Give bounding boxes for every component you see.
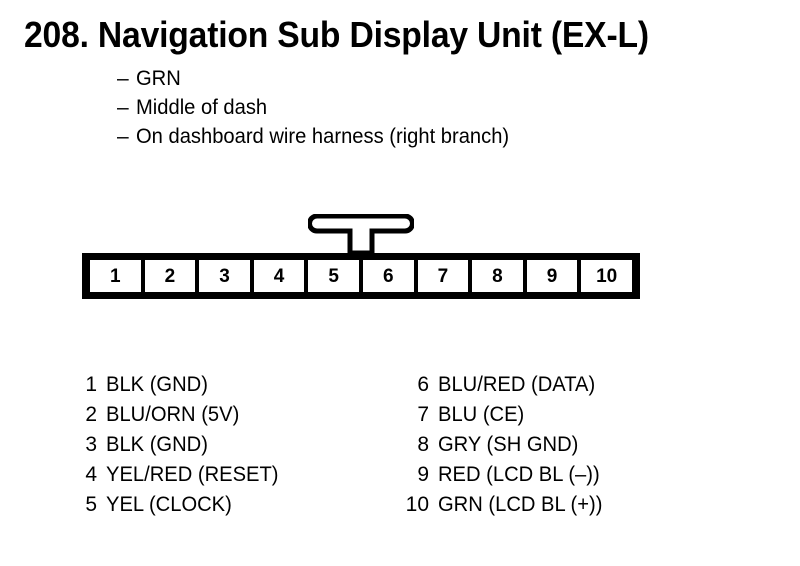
notes-list: – GRN – Middle of dash – On dashboard wi… (117, 64, 757, 151)
pin-number: 2 (85, 403, 97, 426)
pin-assignment-row: 8 GRY (SH GND) (392, 430, 609, 460)
pin-assignment-row: 2 BLU/ORN (5V) (60, 400, 286, 430)
pin-label: RED (LCD BL (–)) (438, 463, 600, 486)
pin-assignment-row: 4 YEL/RED (RESET) (60, 460, 286, 490)
note-text: GRN (136, 67, 181, 90)
pin-number: 10 (405, 493, 429, 516)
pin-cell-2[interactable]: 2 (144, 260, 196, 292)
pin-number: 8 (417, 433, 429, 456)
pin-label: GRY (SH GND) (438, 433, 579, 456)
note-item: – On dashboard wire harness (right branc… (117, 122, 757, 151)
pin-label: BLK (GND) (106, 433, 208, 456)
pin-assignment-row: 7 BLU (CE) (392, 400, 609, 430)
pin-assignment-row: 5 YEL (CLOCK) (60, 490, 286, 520)
pin-assignment-list-left: 1 BLK (GND) 2 BLU/ORN (5V) 3 BLK (GND) 4… (60, 370, 286, 520)
pin-label: YEL/RED (RESET) (106, 463, 279, 486)
pin-label: BLU (CE) (438, 403, 525, 426)
pin-assignment-list-right: 6 BLU/RED (DATA) 7 BLU (CE) 8 GRY (SH GN… (392, 370, 609, 520)
pin-number: 6 (417, 373, 429, 396)
pin-number: 9 (417, 463, 429, 486)
note-text: On dashboard wire harness (right branch) (136, 125, 510, 148)
dash-bullet-icon: – (117, 96, 129, 119)
pin-number: 3 (85, 433, 97, 456)
note-item: – Middle of dash (117, 93, 757, 122)
pin-cell-10[interactable]: 10 (581, 260, 632, 292)
pin-cell-6[interactable]: 6 (362, 260, 414, 292)
pin-cell-4[interactable]: 4 (253, 260, 305, 292)
pin-cell-1[interactable]: 1 (90, 260, 141, 292)
pin-cell-8[interactable]: 8 (472, 260, 523, 292)
pin-assignment-row: 9 RED (LCD BL (–)) (392, 460, 609, 490)
page-title: 208. Navigation Sub Display Unit (EX-L) (24, 14, 649, 55)
note-text: Middle of dash (136, 96, 268, 119)
connector-latch-icon (308, 214, 414, 255)
pin-label: BLK (GND) (106, 373, 208, 396)
pin-number: 7 (417, 403, 429, 426)
dash-bullet-icon: – (117, 67, 129, 90)
pin-cell-5[interactable]: 5 (308, 260, 359, 292)
pin-assignment-row: 6 BLU/RED (DATA) (392, 370, 609, 400)
pin-cell-9[interactable]: 9 (526, 260, 578, 292)
note-item: – GRN (117, 64, 757, 93)
connector-body: 1 2 3 4 5 6 7 8 9 10 (82, 253, 640, 299)
pin-label: GRN (LCD BL (+)) (438, 493, 603, 516)
pin-number: 4 (85, 463, 97, 486)
pin-label: YEL (CLOCK) (106, 493, 232, 516)
pin-label: BLU/RED (DATA) (438, 373, 596, 396)
connector-diagram: 1 2 3 4 5 6 7 8 9 10 (82, 214, 642, 300)
pin-number: 1 (85, 373, 97, 396)
dash-bullet-icon: – (117, 125, 129, 148)
pin-assignment-row: 1 BLK (GND) (60, 370, 286, 400)
pin-label: BLU/ORN (5V) (106, 403, 240, 426)
pin-cell-7[interactable]: 7 (417, 260, 469, 292)
pin-assignment-row: 10 GRN (LCD BL (+)) (392, 490, 609, 520)
pin-number: 5 (85, 493, 97, 516)
pin-cell-3[interactable]: 3 (199, 260, 250, 292)
pin-assignment-row: 3 BLK (GND) (60, 430, 286, 460)
